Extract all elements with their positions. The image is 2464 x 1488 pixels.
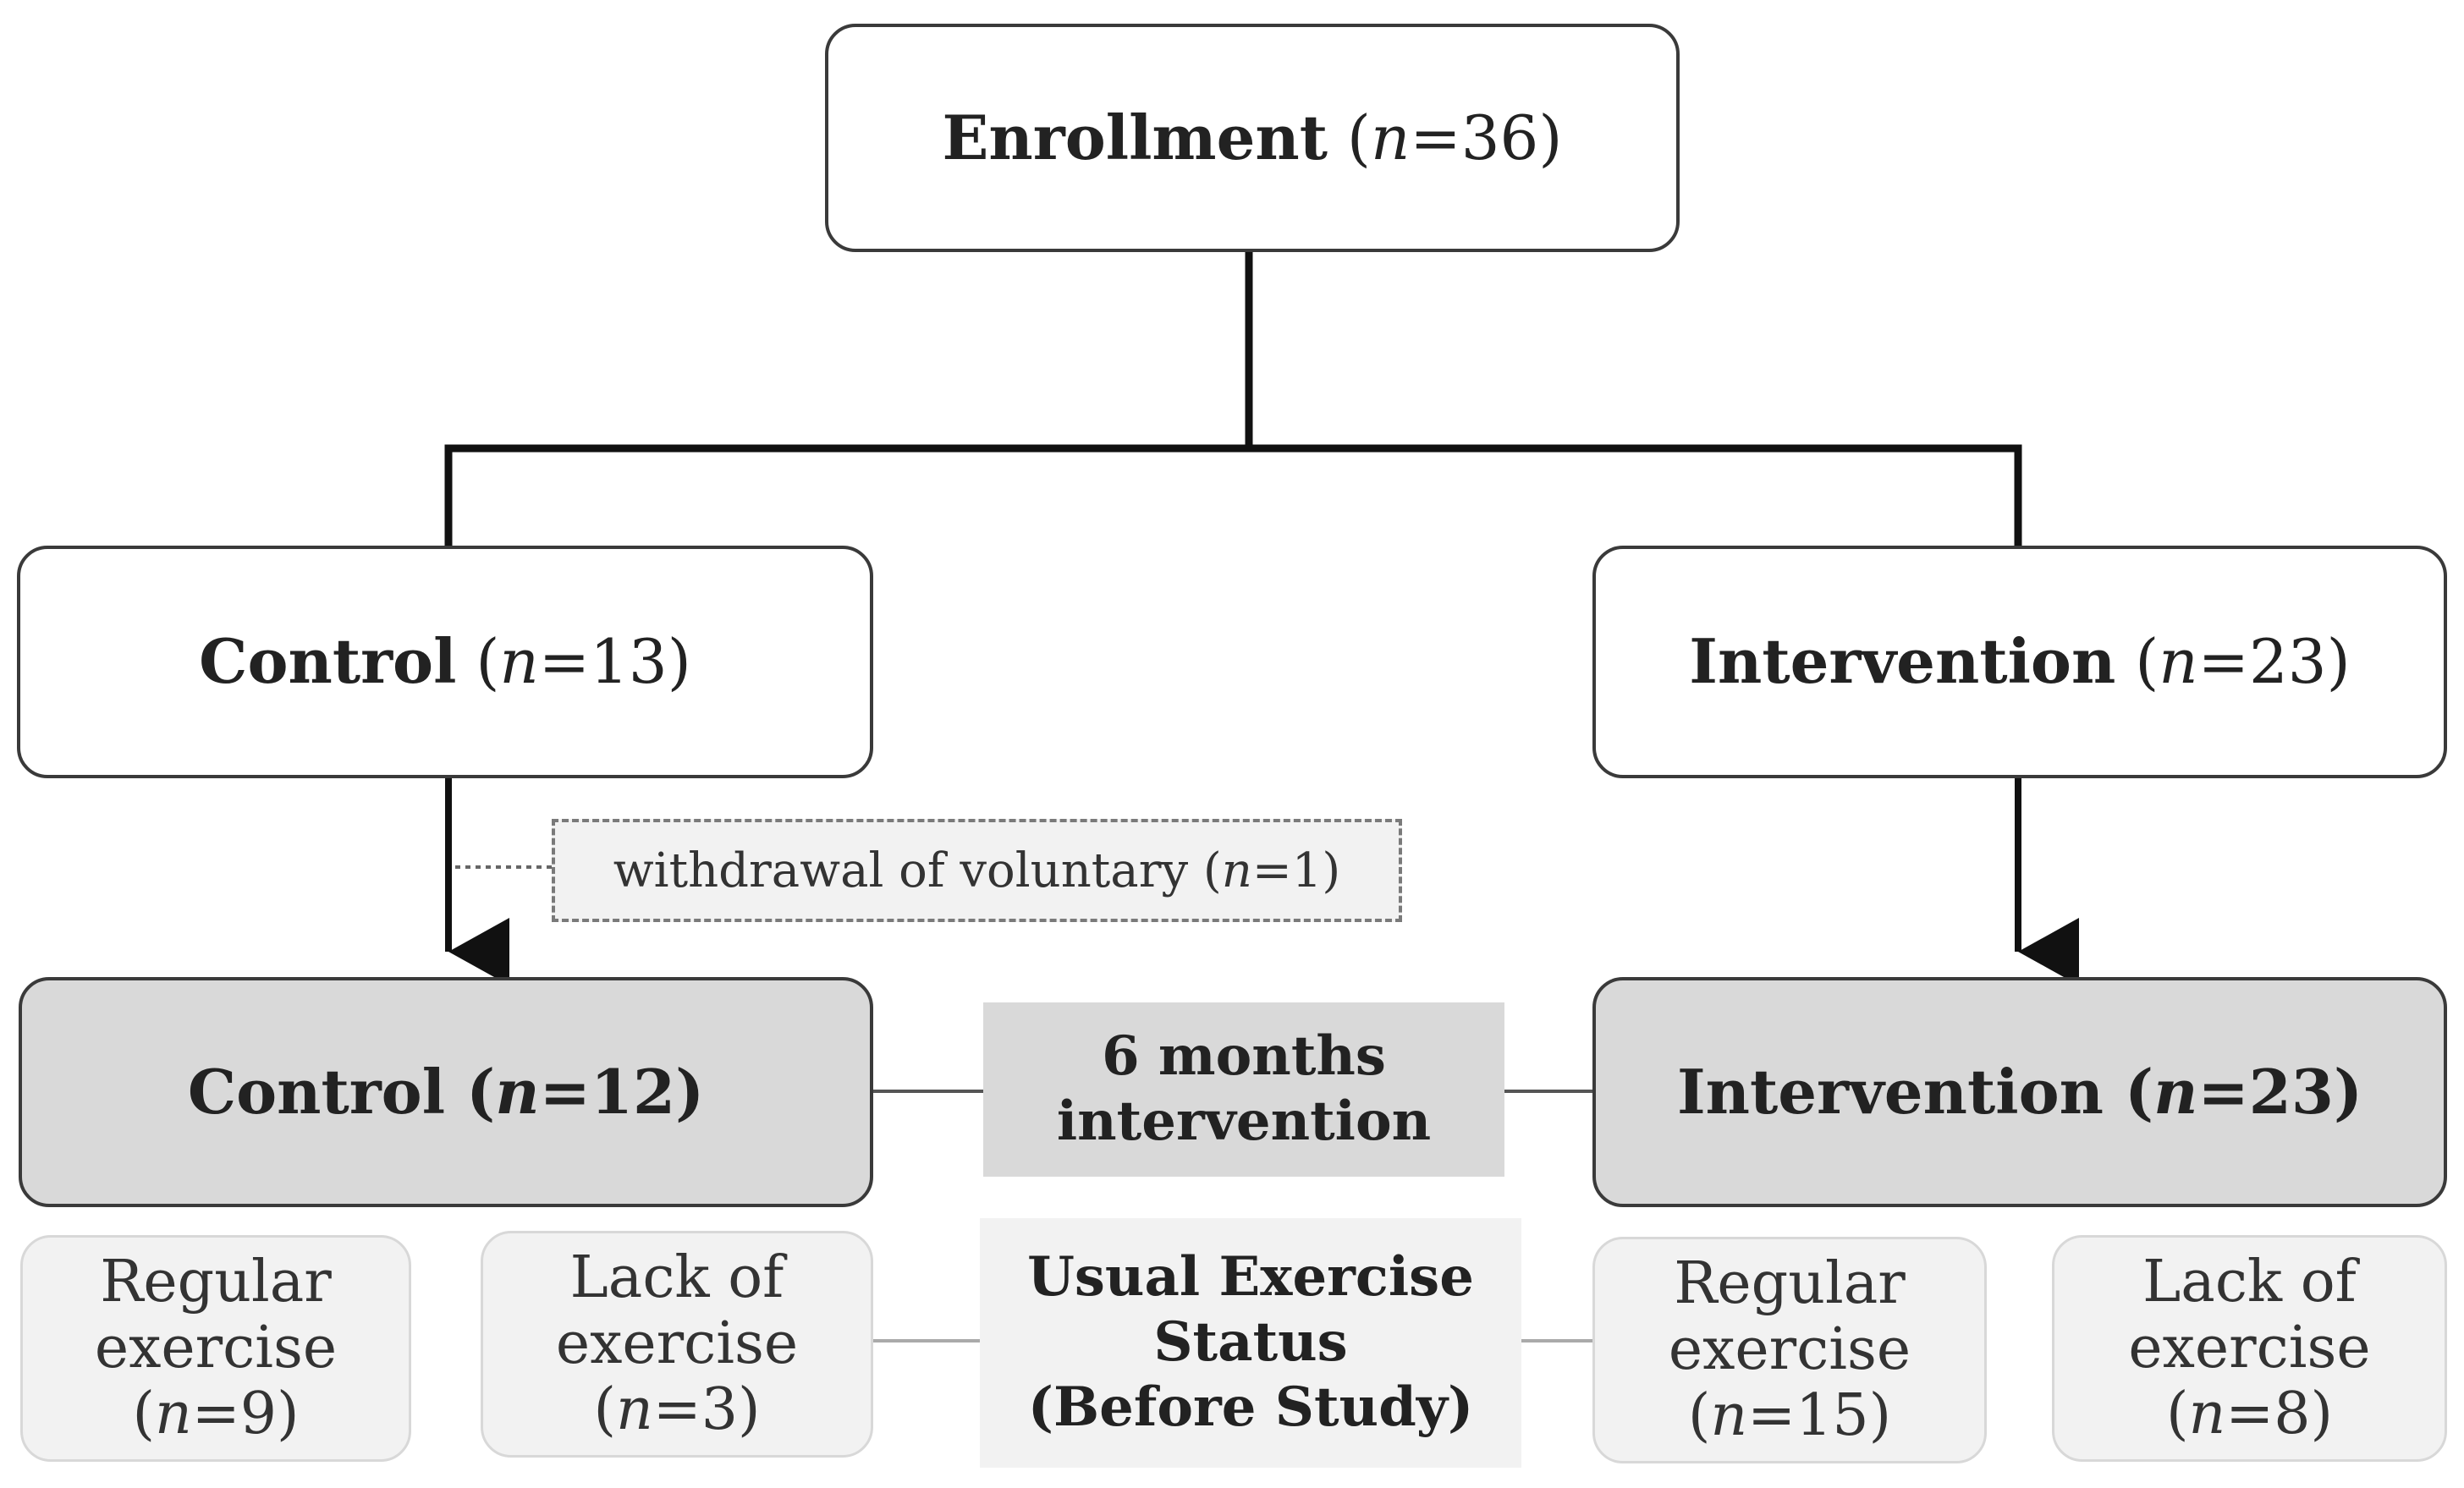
intervention-initial-text: Intervention (n=23) (1689, 625, 2351, 698)
control-initial-label: Control (199, 625, 457, 698)
intervention-final-n-open: ( (2125, 1055, 2154, 1128)
intervention-regular-n-value: =15) (1747, 1382, 1892, 1450)
control-initial-box: Control (n=13) (17, 546, 873, 778)
intervention-final-label: Intervention (1676, 1055, 2104, 1128)
intervention-regular-line-1: Regular (1674, 1249, 1906, 1317)
period-line-1: 6 months (1102, 1024, 1386, 1089)
control-final-n-value: =12) (539, 1055, 705, 1128)
control-initial-n-var: n (499, 626, 539, 698)
enrollment-n-open: ( (1346, 102, 1372, 173)
control-final-n-var: n (495, 1055, 540, 1128)
control-regular-line-2: exercise (94, 1314, 338, 1381)
intervention-final-n-var: n (2153, 1055, 2198, 1128)
control-lack-exercise-box: Lack of exercise (n=3) (481, 1231, 873, 1458)
intervention-lack-exercise-text: Lack of exercise (n=8) (2128, 1249, 2370, 1448)
exercise-status-line-2: Status (1153, 1310, 1348, 1375)
intervention-regular-exercise-box: Regular exercise (n=15) (1592, 1237, 1987, 1463)
exercise-status-label-box: Usual Exercise Status (Before Study) (980, 1218, 1521, 1468)
control-lack-exercise-text: Lack of exercise (n=3) (555, 1244, 799, 1444)
exercise-status-line-1: Usual Exercise (1027, 1245, 1474, 1310)
control-regular-line-1: Regular (100, 1248, 332, 1315)
withdrawal-n-open: ( (1202, 843, 1222, 898)
enrollment-text: Enrollment (n=36) (942, 101, 1563, 173)
withdrawal-label: withdrawal of voluntary (613, 843, 1189, 898)
control-lack-n-open: ( (593, 1376, 616, 1444)
exercise-status-line-3: (Before Study) (1027, 1375, 1474, 1439)
intervention-lack-n-open: ( (2165, 1381, 2189, 1448)
control-regular-n-value: =9) (191, 1381, 300, 1448)
control-initial-n-value: =13) (538, 626, 691, 698)
intervention-regular-n-var: n (1710, 1382, 1748, 1450)
withdrawal-n-var: n (1221, 843, 1252, 898)
control-initial-text: Control (n=13) (199, 625, 691, 698)
control-regular-exercise-box: Regular exercise (n=9) (20, 1235, 411, 1462)
control-final-box: Control (n=12) (19, 977, 873, 1207)
withdrawal-n-value: =1) (1251, 843, 1341, 898)
control-lack-line-2: exercise (555, 1310, 799, 1377)
intervention-lack-line-1: Lack of (2142, 1248, 2357, 1315)
intervention-final-n-value: =23) (2197, 1055, 2363, 1128)
intervention-regular-n-open: ( (1687, 1382, 1711, 1450)
withdrawal-text: withdrawal of voluntary (n=1) (613, 843, 1341, 898)
intervention-final-text: Intervention (n=23) (1677, 1057, 2362, 1128)
intervention-lack-n-var: n (2188, 1381, 2226, 1448)
period-text: 6 months intervention (1057, 1024, 1431, 1155)
intervention-initial-n-value: =23) (2197, 626, 2351, 698)
control-lack-n-var: n (615, 1376, 653, 1444)
enrollment-box: Enrollment (n=36) (825, 24, 1680, 252)
exercise-status-text: Usual Exercise Status (Before Study) (1027, 1245, 1474, 1440)
intervention-regular-exercise-text: Regular exercise (n=15) (1668, 1249, 1911, 1450)
withdrawal-box: withdrawal of voluntary (n=1) (552, 819, 1402, 922)
control-regular-n-open: ( (132, 1381, 155, 1448)
intervention-lack-n-value: =8) (2225, 1381, 2334, 1448)
control-regular-exercise-text: Regular exercise (n=9) (95, 1249, 337, 1448)
intervention-initial-n-open: ( (2135, 626, 2159, 698)
intervention-final-box: Intervention (n=23) (1592, 977, 2447, 1207)
intervention-lack-exercise-box: Lack of exercise (n=8) (2052, 1235, 2447, 1462)
intervention-initial-box: Intervention (n=23) (1592, 546, 2447, 778)
control-final-label: Control (187, 1055, 446, 1128)
period-label-box: 6 months intervention (983, 1002, 1504, 1177)
control-initial-n-open: ( (476, 626, 500, 698)
intervention-regular-line-2: exercise (1668, 1315, 1911, 1383)
enrollment-n-value: =36) (1410, 102, 1563, 173)
control-lack-n-value: =3) (652, 1376, 761, 1444)
control-regular-n-var: n (154, 1381, 192, 1448)
intervention-initial-n-var: n (2159, 626, 2198, 698)
control-final-n-open: ( (466, 1055, 496, 1128)
split-line (444, 444, 2022, 546)
enrollment-label: Enrollment (942, 101, 1328, 173)
intervention-initial-label: Intervention (1689, 625, 2116, 698)
enrollment-n-var: n (1371, 102, 1411, 173)
control-lack-line-1: Lack of (569, 1244, 784, 1311)
period-line-2: intervention (1056, 1090, 1432, 1153)
intervention-lack-line-2: exercise (2128, 1314, 2371, 1381)
control-final-text: Control (n=12) (188, 1057, 704, 1128)
